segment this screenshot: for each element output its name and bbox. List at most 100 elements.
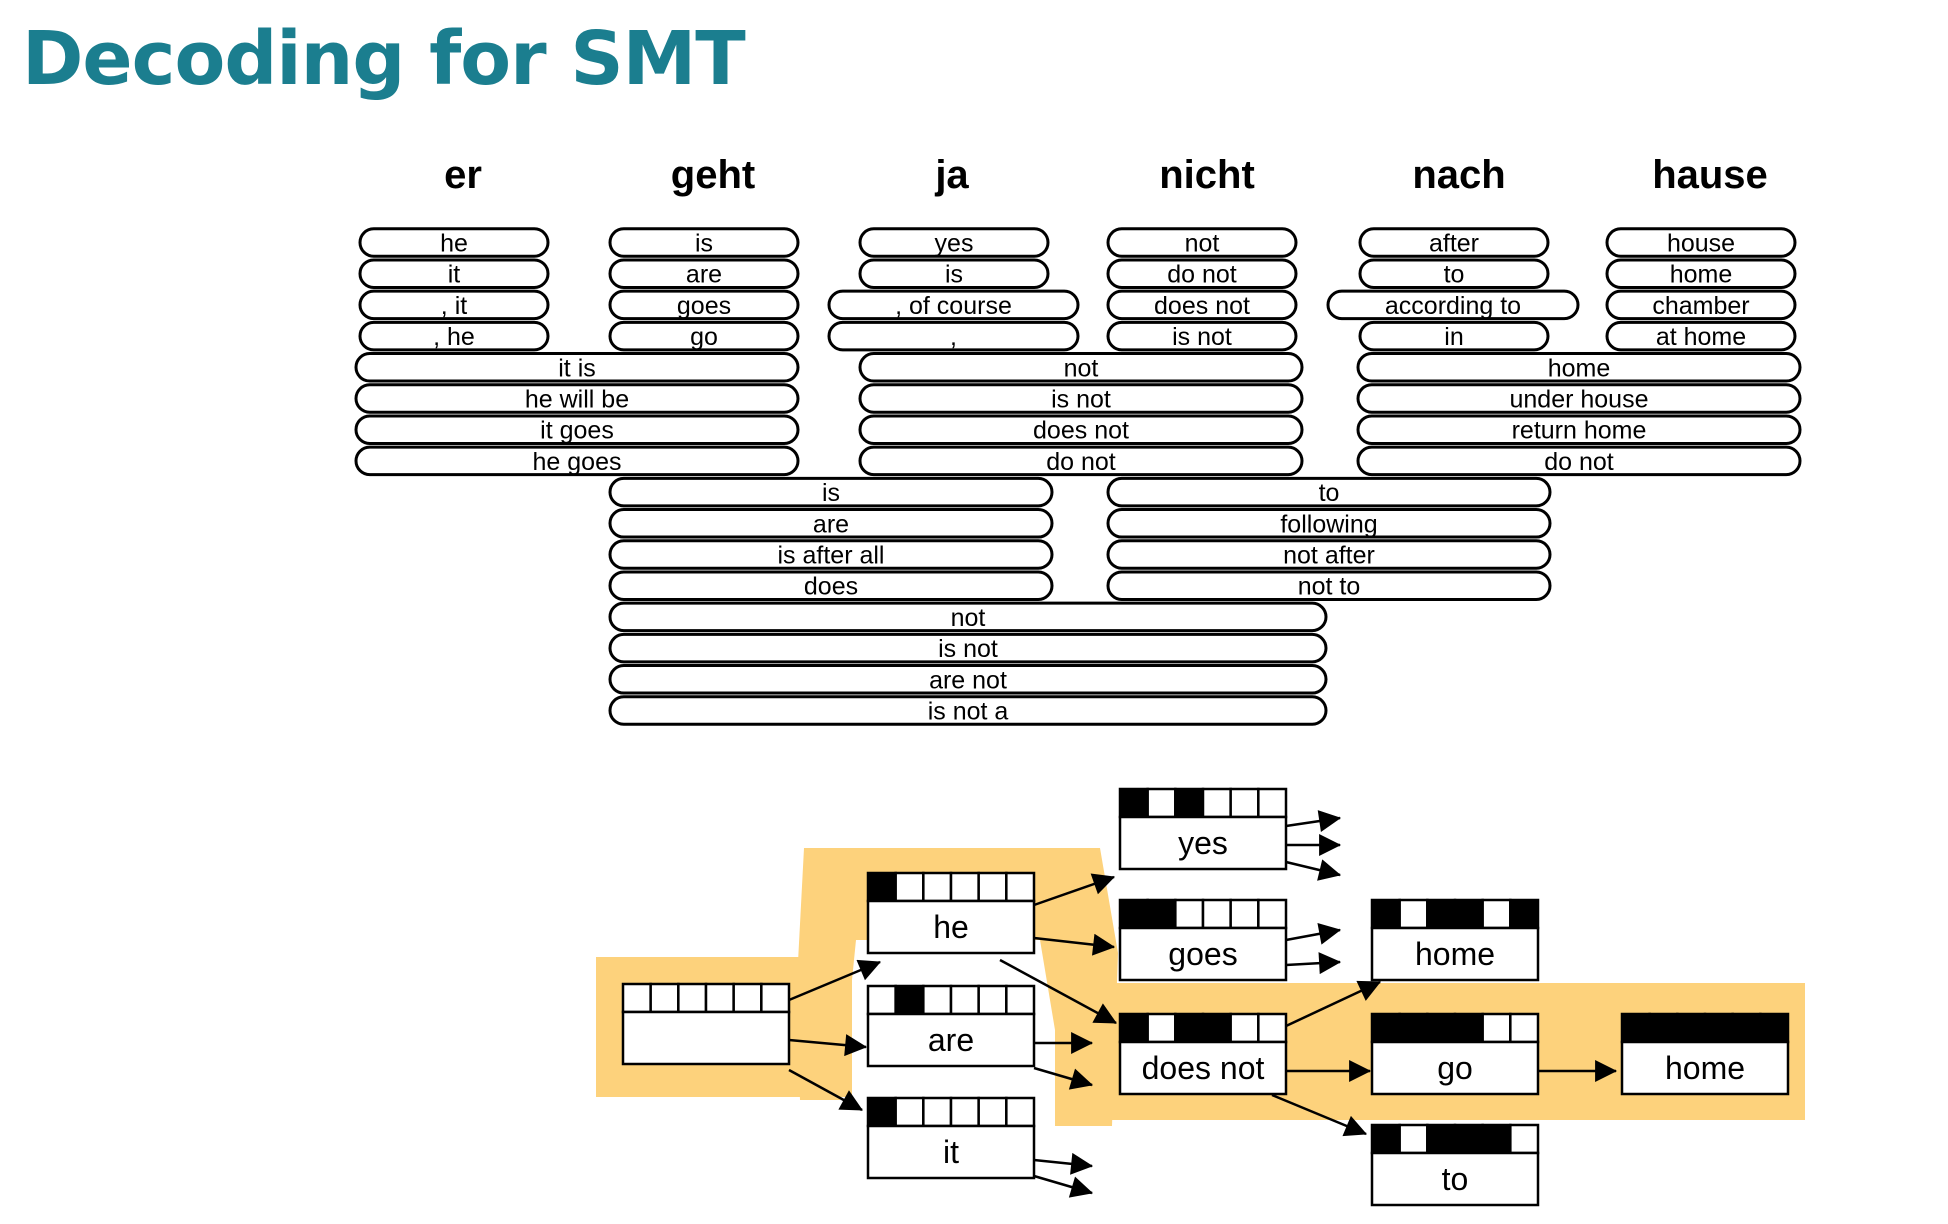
- node-does-not: does not: [1118, 1012, 1288, 1096]
- coverage-cell: [1398, 898, 1429, 930]
- option-ja-2: , of course: [827, 289, 1080, 321]
- node-body: [1620, 1040, 1790, 1096]
- coverage-cell: [1453, 1123, 1484, 1155]
- node-body: [866, 899, 1036, 955]
- option-pill: [1605, 320, 1797, 352]
- stub-arrow: [1285, 922, 1342, 945]
- coverage-cell: [760, 982, 791, 1014]
- coverage-cell: [732, 982, 763, 1014]
- stub-arrow: [1285, 859, 1342, 881]
- option-nicht-1: do not: [1106, 258, 1298, 289]
- coverage-cell: [1257, 787, 1288, 819]
- coverage-cell: [866, 984, 897, 1016]
- option-pill: [1106, 570, 1552, 601]
- option-label: not to: [1298, 573, 1361, 601]
- option-label: is: [695, 230, 713, 258]
- option-pill: [354, 445, 800, 477]
- option-label: , of course: [895, 292, 1012, 320]
- option-ja-nicht-3: do not: [858, 445, 1304, 477]
- node-goes: goes: [1118, 898, 1288, 982]
- coverage-cell: [621, 982, 652, 1014]
- option-label: is after all: [778, 542, 885, 570]
- coverage-cell: [977, 1096, 1008, 1128]
- coverage-cell: [1481, 1012, 1512, 1044]
- coverage-cell: [1146, 787, 1177, 819]
- coverage-cell: [1174, 1012, 1205, 1044]
- option-nicht-nach-3: not to: [1106, 570, 1552, 601]
- option-label: is: [945, 261, 963, 289]
- option-nicht-2: does not: [1106, 289, 1298, 321]
- source-word-er: er: [444, 153, 482, 197]
- option-pill: [358, 227, 550, 258]
- option-ja-nicht-0: not: [858, 352, 1304, 383]
- option-geht-ja-nicht-2: are not: [608, 664, 1328, 695]
- coverage-cell: [1620, 1012, 1651, 1044]
- option-pill: [1106, 320, 1298, 352]
- option-label: under house: [1509, 386, 1648, 414]
- option-nach-2: according to: [1326, 289, 1580, 321]
- coverage-cell: [866, 1096, 897, 1128]
- option-ja-0: yes: [858, 227, 1050, 258]
- option-hause-0: house: [1605, 227, 1797, 258]
- option-pill: [1356, 414, 1802, 445]
- coverage-cell: [1174, 898, 1205, 930]
- option-geht-0: is: [608, 227, 800, 258]
- option-label: ,: [950, 323, 957, 351]
- option-ja-3: ,: [827, 320, 1080, 352]
- option-ja-1: is: [858, 258, 1050, 289]
- node-label: does not: [1142, 1050, 1265, 1086]
- option-nicht-0: not: [1106, 227, 1298, 258]
- option-pill: [1605, 227, 1797, 258]
- option-pill: [1106, 289, 1298, 321]
- coverage-cell: [1174, 787, 1205, 819]
- option-label: is: [822, 479, 840, 507]
- option-label: to: [1444, 261, 1465, 289]
- node-label: go: [1437, 1050, 1473, 1086]
- option-label: do not: [1544, 448, 1614, 476]
- node-label: are: [928, 1022, 974, 1058]
- option-label: is not: [1051, 386, 1111, 414]
- coverage-cell: [1426, 1012, 1457, 1044]
- option-label: in: [1444, 323, 1463, 351]
- coverage-cell: [1229, 1012, 1260, 1044]
- option-hause-3: at home: [1605, 320, 1797, 352]
- stub-arrow: [1285, 952, 1342, 975]
- option-pill: [358, 289, 550, 321]
- option-label: house: [1667, 230, 1735, 258]
- option-label: it goes: [540, 417, 614, 445]
- coverage-cell: [866, 871, 897, 903]
- option-pill: [608, 289, 800, 321]
- option-label: chamber: [1652, 292, 1749, 320]
- option-geht-ja-nicht-1: is not: [608, 632, 1328, 664]
- option-pill: [608, 539, 1054, 570]
- option-geht-ja-0: is: [608, 476, 1054, 508]
- option-pill: [608, 258, 800, 289]
- coverage-cell: [949, 1096, 980, 1128]
- option-er-3: , he: [358, 320, 550, 352]
- option-geht-ja-nicht-3: is not a: [608, 695, 1328, 726]
- option-label: does: [804, 573, 858, 601]
- option-pill: [354, 352, 800, 383]
- option-er-0: he: [358, 227, 550, 258]
- coverage-cell: [1146, 1012, 1177, 1044]
- option-label: is not a: [928, 698, 1009, 726]
- option-nach-hause-1: under house: [1356, 383, 1802, 414]
- stub-arrow: [1033, 1066, 1094, 1090]
- stub-arrow: [1033, 1174, 1094, 1198]
- option-er-2: , it: [358, 289, 550, 321]
- option-label: not after: [1283, 542, 1375, 570]
- node-label: it: [943, 1134, 959, 1170]
- option-pill: [608, 227, 800, 258]
- edge-does-not-to-to: [1271, 1093, 1368, 1137]
- option-geht-ja-nicht-0: not: [608, 601, 1328, 633]
- node-body: [621, 1010, 791, 1066]
- option-geht-ja-3: does: [608, 570, 1054, 601]
- option-pill: [1106, 539, 1552, 570]
- option-pill: [1605, 258, 1797, 289]
- coverage-cell: [922, 984, 953, 1016]
- coverage-cell: [1005, 984, 1036, 1016]
- option-label: , it: [441, 292, 467, 320]
- option-pill: [608, 320, 800, 352]
